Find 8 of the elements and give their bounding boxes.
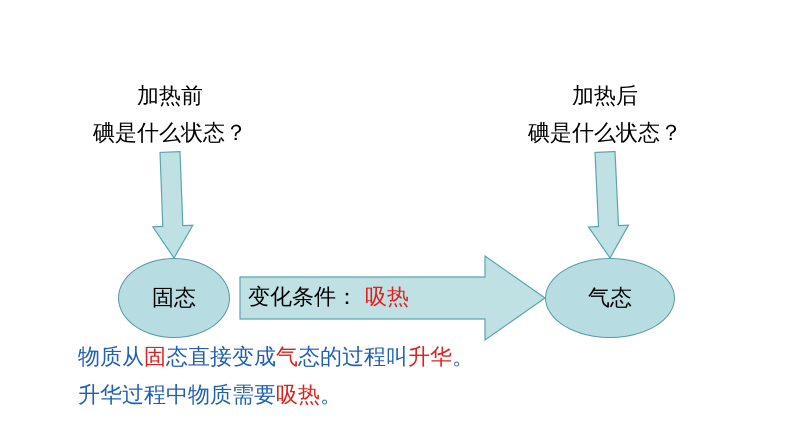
question-text: 加热后 碘是什么状态？ [505, 78, 705, 152]
explanation-sentence: 升华过程中物质需要吸热。 [78, 382, 343, 410]
explanation-sentence: 物质从固态直接变成气态的过程叫升华。 [78, 344, 474, 372]
block-arrow [152, 150, 194, 260]
state-ellipse: 固态 [118, 258, 230, 338]
state-ellipse: 气态 [545, 258, 675, 338]
question-text: 加热前 碘是什么状态？ [70, 78, 270, 152]
block-arrow [587, 150, 630, 260]
